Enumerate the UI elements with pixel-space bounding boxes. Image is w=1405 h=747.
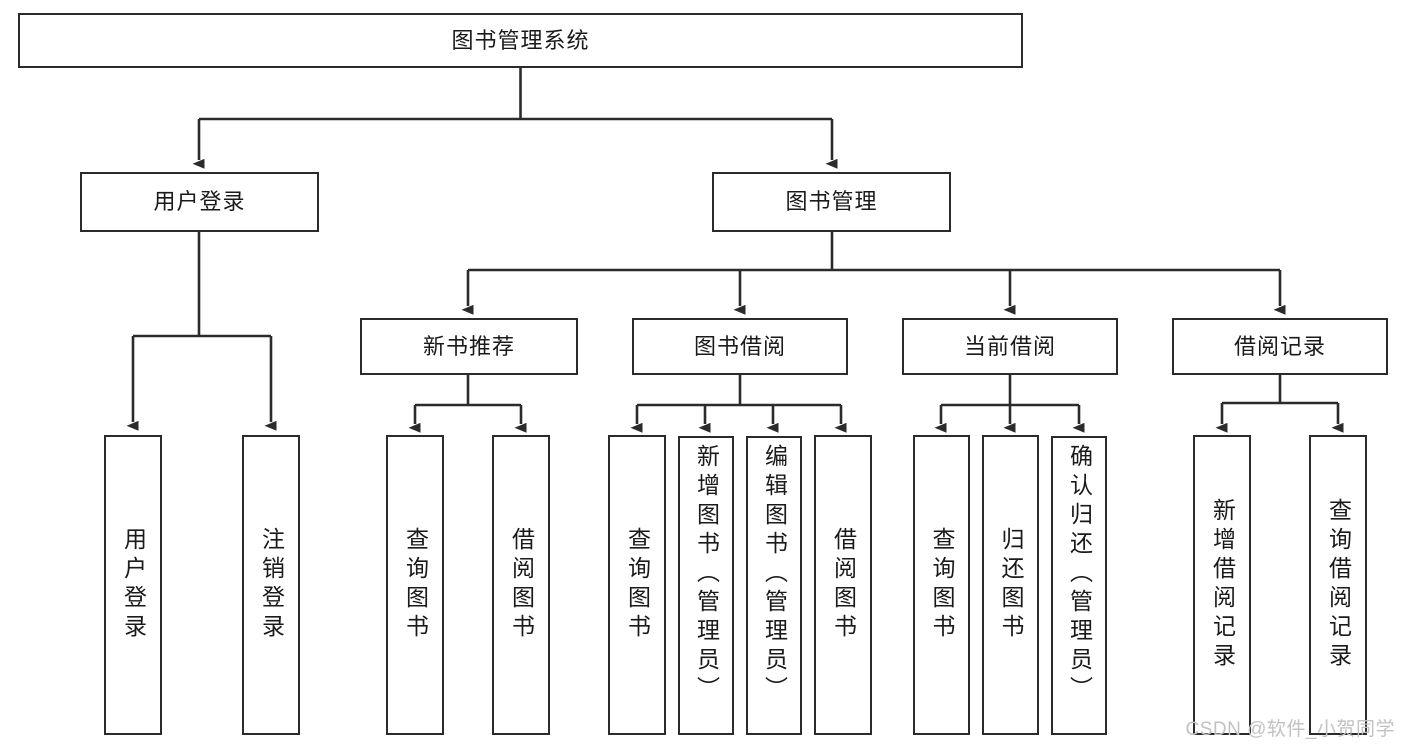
node-new-book-recommend[interactable]: 新书推荐 [360,318,578,375]
node-leaf-borrow-book-2[interactable]: 借阅图书 [814,435,872,735]
node-leaf-edit-book-admin-label: 编辑图书（管理员） [761,444,788,705]
node-leaf-logout-login-label: 注销登录 [258,527,285,643]
node-book-borrow[interactable]: 图书借阅 [632,318,848,375]
node-leaf-query-book-3-label: 查询图书 [929,527,955,643]
node-user-login-label: 用户登录 [153,189,246,215]
node-leaf-borrow-book-1[interactable]: 借阅图书 [492,435,550,735]
node-book-management[interactable]: 图书管理 [712,172,951,232]
node-leaf-add-borrow-record-label: 新增借阅记录 [1209,498,1236,672]
node-borrow-record-label: 借阅记录 [1233,333,1326,359]
node-leaf-user-login-label: 用户登录 [120,527,147,643]
node-leaf-edit-book-admin[interactable]: 编辑图书（管理员） [746,436,802,735]
node-leaf-logout-login[interactable]: 注销登录 [242,435,300,735]
node-leaf-return-book-label: 归还图书 [998,527,1024,643]
node-root-label: 图书管理系统 [451,27,590,53]
node-leaf-confirm-return-admin[interactable]: 确认归还（管理员） [1051,436,1107,735]
csdn-watermark: CSDN @软件_小贺同学 [1185,719,1395,740]
node-leaf-query-borrow-record[interactable]: 查询借阅记录 [1309,435,1367,735]
node-leaf-confirm-return-admin-label: 确认归还（管理员） [1066,444,1093,705]
node-root-book-management-system[interactable]: 图书管理系统 [18,13,1023,68]
node-current-borrow-label: 当前借阅 [963,333,1056,359]
node-leaf-add-borrow-record[interactable]: 新增借阅记录 [1193,435,1251,735]
node-leaf-return-book[interactable]: 归还图书 [982,435,1039,735]
node-new-book-recommend-label: 新书推荐 [422,333,515,359]
node-borrow-record[interactable]: 借阅记录 [1172,318,1388,375]
node-leaf-add-book-admin-label: 新增图书（管理员） [693,444,720,705]
node-leaf-borrow-book-1-label: 借阅图书 [508,527,535,643]
node-leaf-query-book-1[interactable]: 查询图书 [386,435,444,735]
node-leaf-query-book-2-label: 查询图书 [624,527,651,643]
node-current-borrow[interactable]: 当前借阅 [902,318,1118,375]
node-book-management-label: 图书管理 [785,189,878,215]
node-leaf-user-login[interactable]: 用户登录 [104,435,162,735]
node-leaf-query-book-2[interactable]: 查询图书 [608,435,666,735]
node-leaf-borrow-book-2-label: 借阅图书 [830,527,857,643]
node-user-login[interactable]: 用户登录 [80,172,319,232]
node-book-borrow-label: 图书借阅 [693,333,786,359]
node-leaf-query-book-1-label: 查询图书 [402,527,429,643]
node-leaf-add-book-admin[interactable]: 新增图书（管理员） [678,436,734,735]
node-leaf-query-book-3[interactable]: 查询图书 [913,435,970,735]
node-leaf-query-borrow-record-label: 查询借阅记录 [1325,498,1352,672]
